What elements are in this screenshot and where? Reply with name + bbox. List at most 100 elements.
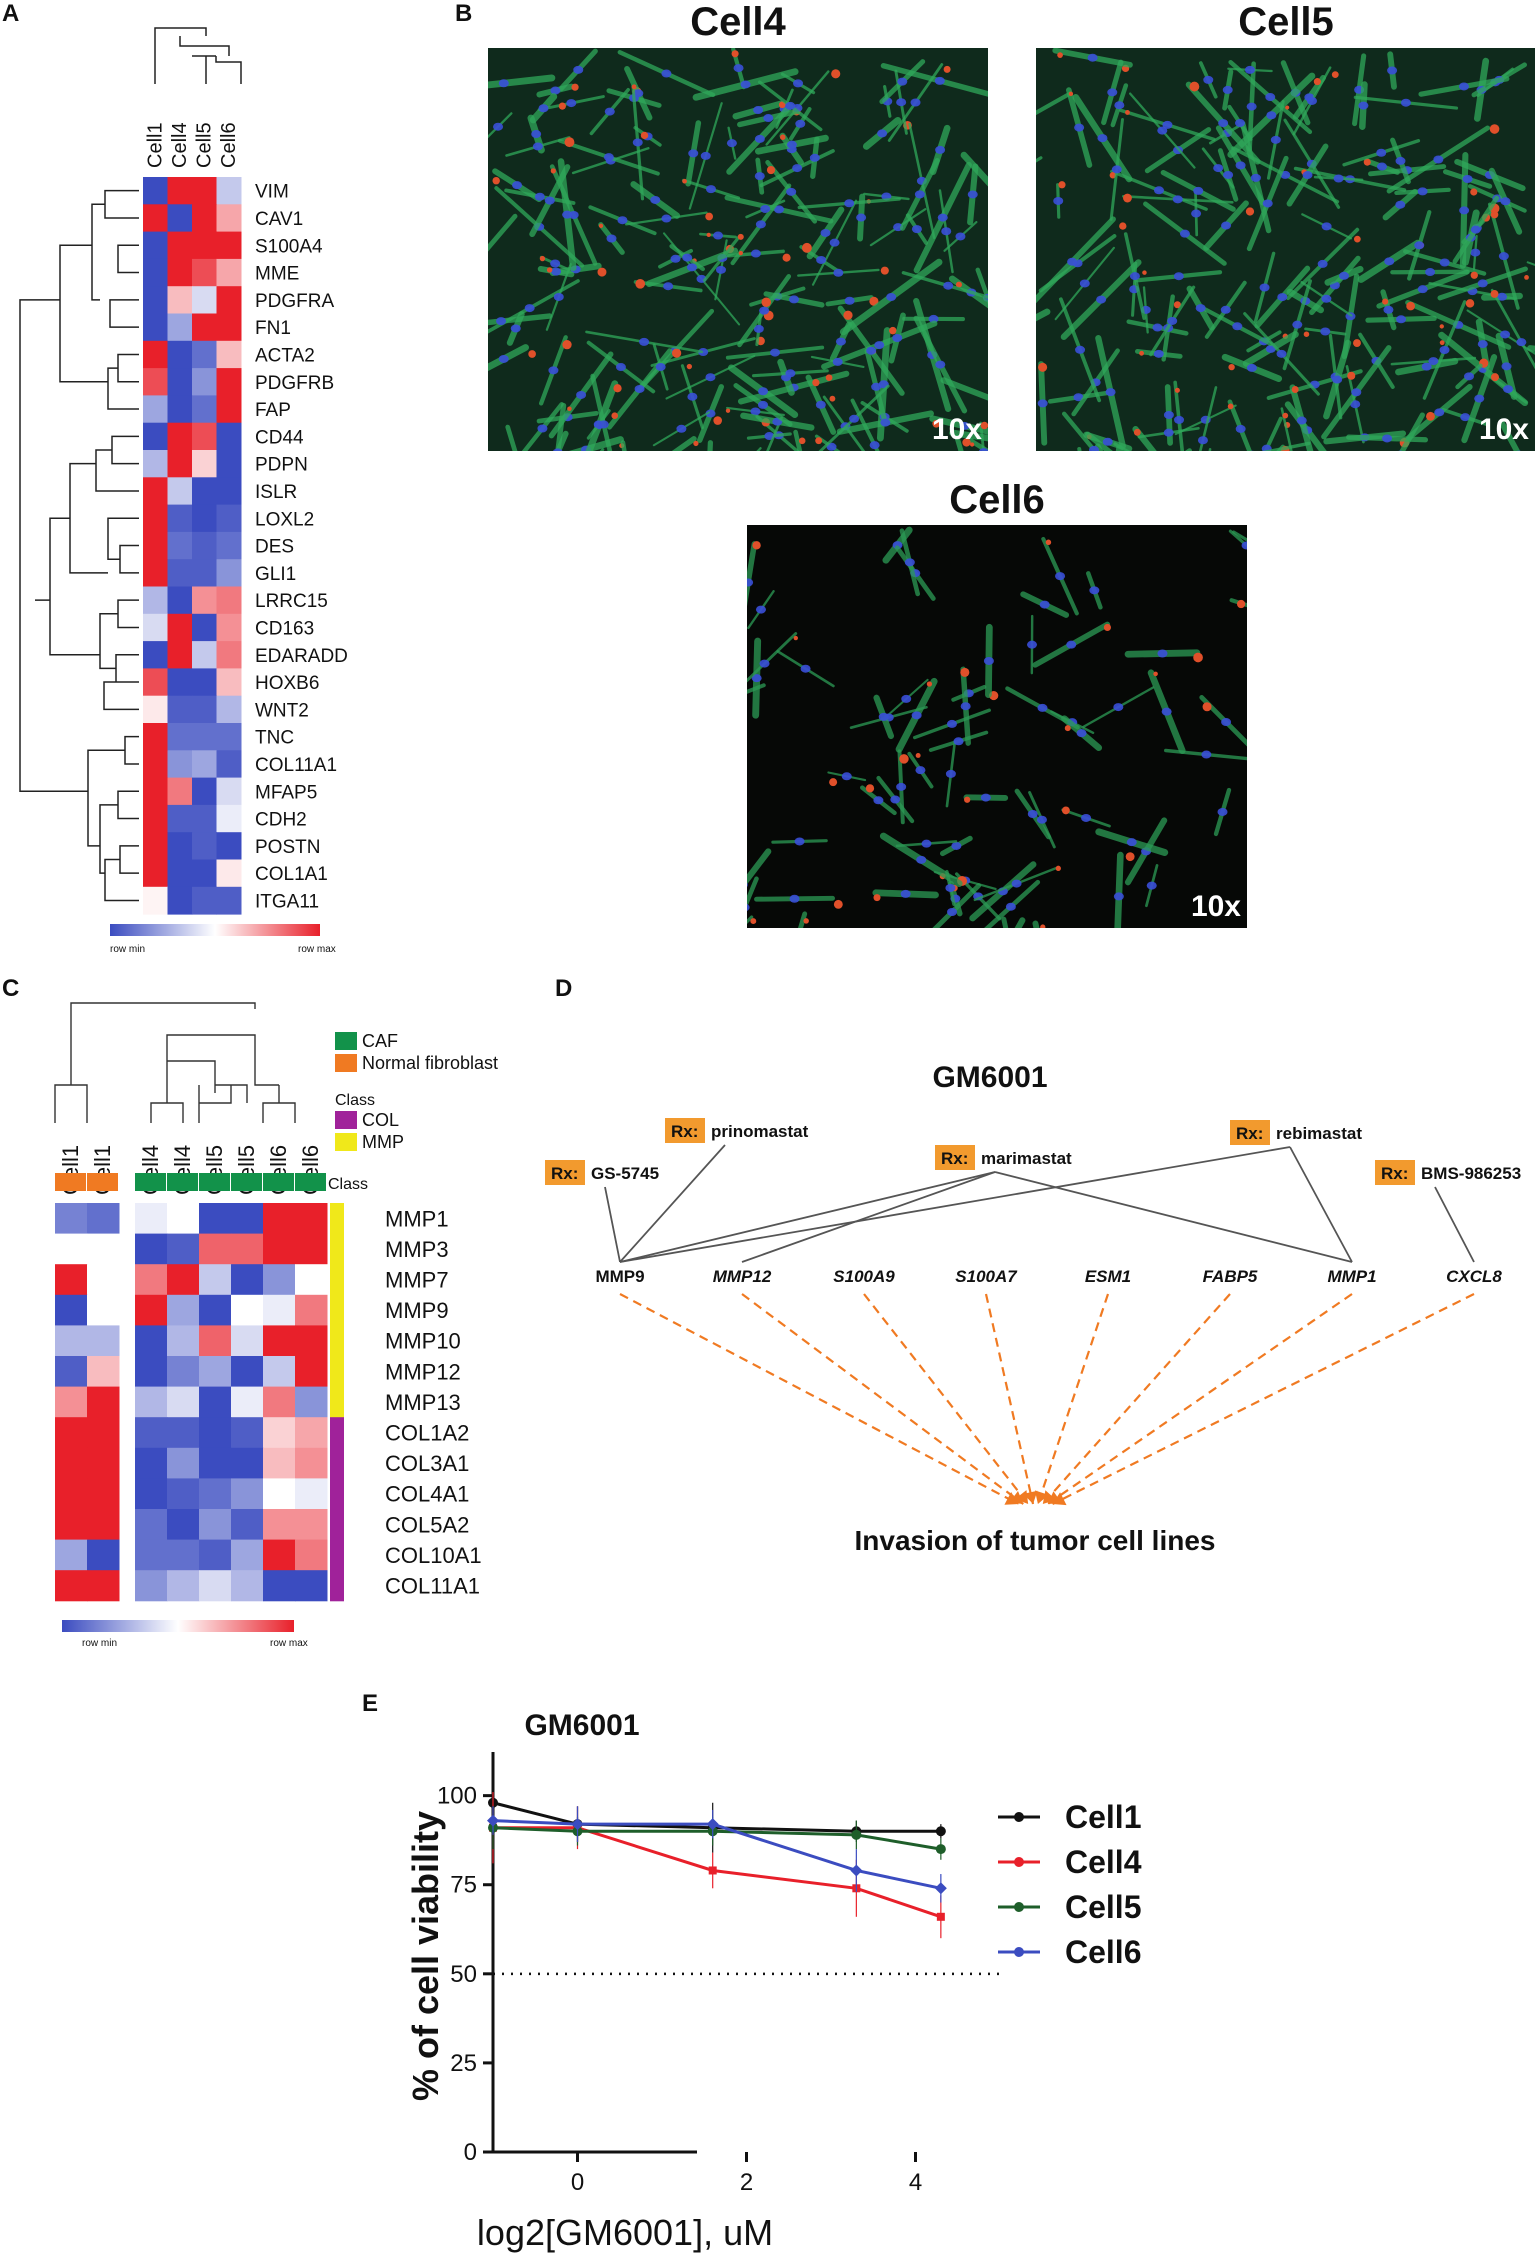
nucleus — [1395, 156, 1406, 165]
heatmap-cell — [216, 450, 242, 478]
cell-body — [967, 437, 988, 451]
nucleus — [1153, 186, 1164, 195]
red-stain — [1133, 428, 1141, 436]
nucleus — [1276, 349, 1287, 358]
nucleus — [900, 889, 911, 898]
nucleus — [935, 360, 946, 369]
rx-tag: Rx: — [551, 1164, 578, 1183]
heatmap-cell — [135, 1386, 168, 1418]
cell-body — [793, 429, 803, 451]
nucleus — [493, 122, 504, 131]
cell-body — [747, 848, 772, 885]
heatmap-cell — [199, 1509, 232, 1541]
nucleus — [1434, 408, 1445, 417]
nucleus — [1306, 96, 1317, 105]
nucleus — [1261, 444, 1272, 451]
heatmap-cell — [216, 477, 242, 506]
drug-gene-edge — [741, 1171, 996, 1263]
legend-swatch — [335, 1133, 357, 1151]
red-stain — [558, 102, 566, 110]
nucleus — [1213, 164, 1224, 173]
nucleus — [1417, 285, 1428, 294]
red-stain — [969, 442, 975, 447]
nucleus — [1477, 340, 1488, 349]
nucleus — [1439, 258, 1450, 267]
heatmap-cell — [143, 695, 168, 724]
red-stain — [932, 419, 941, 428]
nucleus — [1462, 174, 1473, 183]
heatmap-cell — [87, 1294, 120, 1326]
heatmap-cell — [87, 1233, 120, 1265]
heatmap-cell — [192, 313, 217, 342]
red-stain — [793, 635, 799, 641]
nucleus — [1055, 572, 1066, 581]
nucleus — [759, 306, 770, 315]
nucleus — [978, 448, 988, 451]
red-stain — [539, 255, 546, 262]
cell-body — [505, 424, 518, 451]
nucleus — [1163, 428, 1174, 437]
heatmap-cell — [143, 204, 168, 233]
nucleus — [934, 76, 945, 85]
nucleus — [928, 314, 939, 323]
gene-node: S100A9 — [833, 1267, 895, 1286]
nucleus — [598, 420, 609, 429]
heatmap-cell — [167, 204, 193, 233]
heatmap-cell — [216, 504, 242, 533]
red-stain — [780, 134, 786, 140]
heatmap-cell — [192, 777, 217, 806]
heatmap-cell — [216, 641, 242, 669]
nucleus — [1011, 879, 1022, 888]
nucleus — [1266, 111, 1277, 120]
nucleus — [1217, 807, 1228, 816]
nucleus — [1220, 305, 1231, 314]
column-dendrogram — [154, 27, 242, 84]
nucleus — [634, 384, 645, 393]
nucleus — [1073, 393, 1084, 402]
nucleus — [1114, 101, 1125, 110]
heatmap-cell — [167, 286, 193, 314]
nucleus — [1037, 399, 1048, 408]
heatmap-cell — [231, 1356, 264, 1388]
nucleus — [904, 558, 915, 567]
nucleus — [1470, 225, 1481, 234]
heatmap-cell — [192, 559, 217, 587]
nucleus — [789, 295, 800, 304]
nucleus — [1179, 229, 1190, 238]
red-stain — [571, 83, 579, 91]
nucleus — [1302, 171, 1313, 180]
nucleus — [800, 664, 811, 673]
red-stain — [528, 350, 536, 358]
legend-swatch — [335, 1054, 357, 1072]
nucleus — [815, 400, 826, 409]
row-label: GLI1 — [255, 564, 296, 585]
heatmap-cell — [143, 313, 168, 342]
nucleus — [833, 268, 844, 277]
red-stain — [1174, 387, 1180, 393]
heatmap-cell — [263, 1570, 296, 1602]
red-stain — [686, 363, 693, 370]
red-stain — [831, 69, 841, 79]
gene-class-cell — [330, 1417, 344, 1449]
nucleus — [892, 333, 903, 342]
nucleus — [1421, 362, 1432, 371]
gene-class-cell — [330, 1386, 344, 1418]
nucleus — [1339, 271, 1350, 280]
nucleus — [773, 205, 784, 214]
heatmap-cell — [199, 1264, 232, 1296]
red-stain — [1347, 371, 1356, 380]
heatmap-cell — [167, 1264, 200, 1296]
red-stain — [1426, 411, 1435, 421]
heatmap-cell — [87, 1509, 120, 1541]
heatmap-cell — [192, 668, 217, 697]
heatmap-cell — [167, 1325, 200, 1357]
heatmap-cell — [135, 1325, 168, 1357]
heatmap-cell — [263, 1233, 296, 1265]
heatmap-cell — [295, 1570, 328, 1602]
nucleus — [496, 317, 507, 326]
heatmap-cell — [167, 750, 193, 779]
nucleus — [1097, 134, 1108, 143]
sample-class-cell — [231, 1173, 262, 1191]
red-stain — [705, 212, 714, 221]
red-stain — [766, 165, 776, 175]
